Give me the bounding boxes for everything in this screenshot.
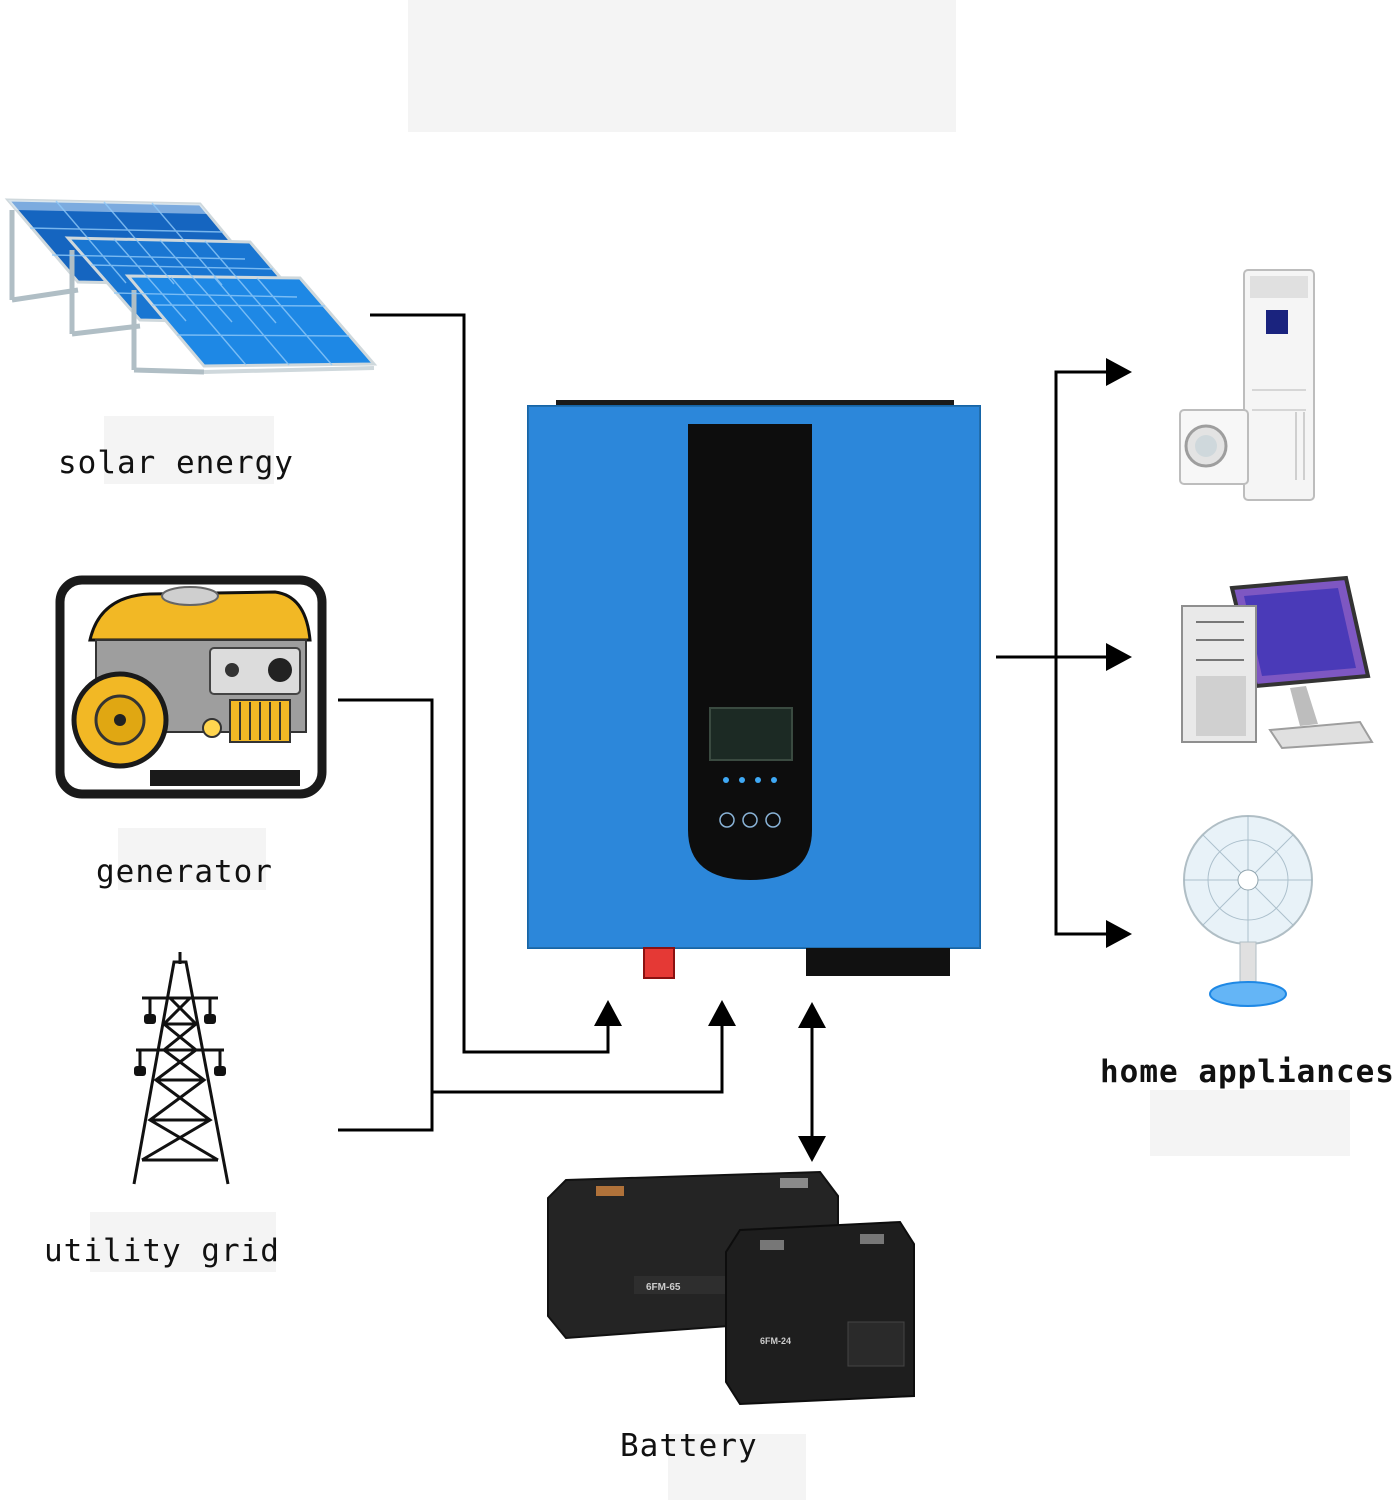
air-conditioner-icon	[1243, 269, 1315, 501]
blank-banner	[408, 0, 956, 132]
generator-icon	[55, 575, 327, 799]
ac-input-arrow	[708, 1000, 736, 1026]
battery-down-arrow	[798, 1136, 826, 1162]
solar-energy-label: solar energy	[58, 445, 294, 481]
solar-panels-icon	[4, 198, 378, 375]
generator-label: generator	[96, 854, 273, 890]
label-backdrop	[118, 828, 266, 890]
transmission-tower-icon	[132, 952, 230, 1185]
hybrid-inverter-icon	[527, 400, 981, 979]
electric-fan-icon	[1183, 815, 1313, 1007]
label-backdrop	[668, 1434, 806, 1500]
output-arrow-ac	[1106, 358, 1132, 386]
battery-label: Battery	[620, 1428, 758, 1464]
generator-grid-wire	[338, 698, 724, 1132]
washing-machine-icon	[1179, 409, 1249, 485]
desktop-computer-icon	[1181, 575, 1374, 750]
battery-model-large: 6FM-65	[646, 1282, 681, 1293]
battery-model-small: 6FM-24	[760, 1336, 791, 1346]
battery-up-arrow	[798, 1002, 826, 1028]
label-backdrop	[90, 1212, 276, 1272]
label-backdrop	[104, 416, 274, 484]
output-arrow-fan	[1106, 920, 1132, 948]
output-arrow-computer	[1106, 643, 1132, 671]
label-backdrop	[1150, 1090, 1350, 1156]
home-appliances-label: home appliances	[1100, 1054, 1395, 1090]
solar-input-arrow	[594, 1000, 622, 1026]
utility-grid-label: utility grid	[44, 1233, 280, 1269]
battery-icon	[547, 1170, 915, 1406]
output-wire	[996, 370, 1108, 936]
solar-wire	[370, 313, 610, 1054]
